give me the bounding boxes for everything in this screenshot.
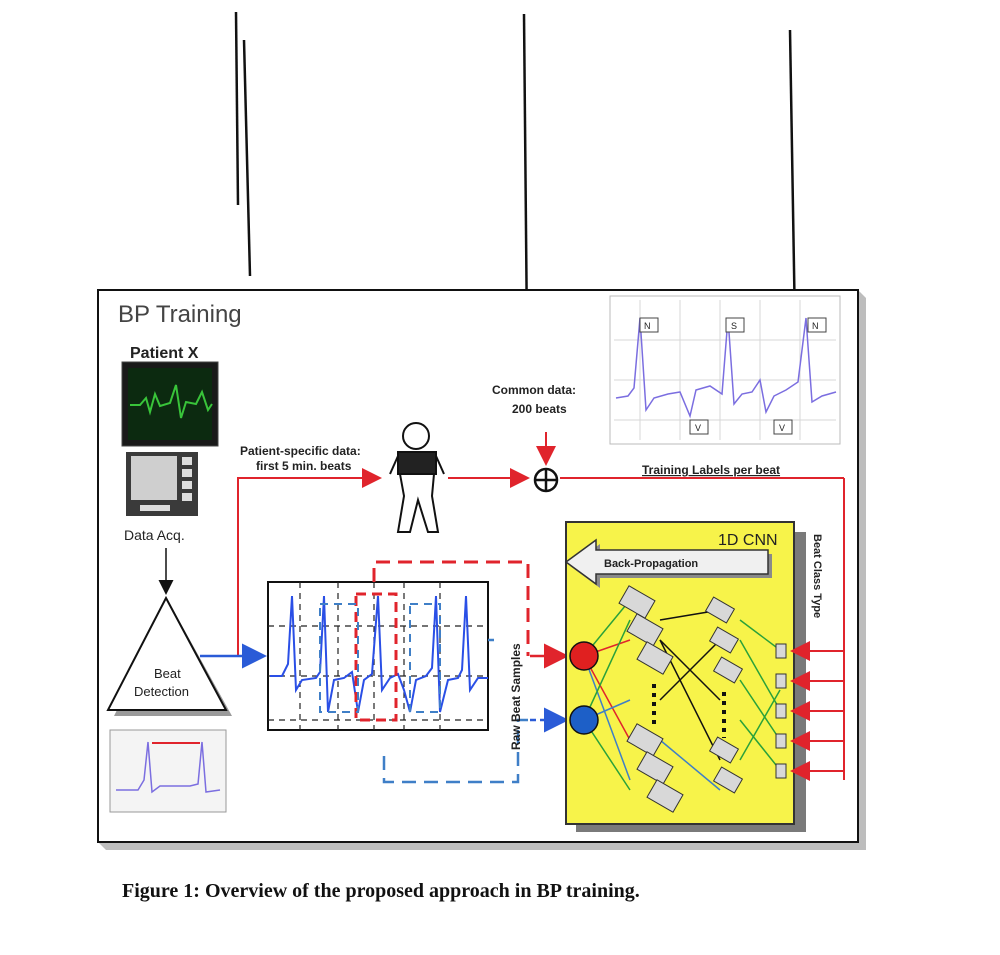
common-data-label-1: Common data:	[492, 383, 576, 397]
training-labels-plot	[610, 296, 840, 444]
cnn-label: 1D CNN	[718, 532, 778, 549]
beat-tag-1: N	[644, 321, 651, 331]
beat-tag-4: V	[695, 423, 701, 433]
common-data-label-2: 200 beats	[512, 402, 567, 416]
beat-detection-plot	[110, 730, 226, 812]
panel-title: BP Training	[118, 301, 242, 328]
input-neuron-blue	[570, 706, 598, 734]
data-acq-label: Data Acq.	[124, 527, 185, 543]
beat-class-label: Beat Class Type	[811, 534, 823, 618]
beat-detection-label-1: Beat	[154, 666, 181, 681]
beat-tag-2: S	[731, 321, 737, 331]
beat-tag-5: V	[779, 423, 785, 433]
input-neuron-red	[570, 642, 598, 670]
beat-detection-label-2: Detection	[134, 684, 189, 699]
sum-node	[535, 469, 557, 491]
ecg-monitor	[122, 362, 218, 446]
patient-specific-label-2: first 5 min. beats	[256, 459, 352, 473]
raw-samples-label: Raw Beat Samples	[509, 643, 523, 750]
patient-specific-label-1: Patient-specific data:	[240, 444, 361, 458]
backprop-label: Back-Propagation	[604, 558, 698, 570]
patient-label: Patient X	[130, 345, 199, 362]
beat-segmentation-plot	[268, 582, 488, 730]
figure-caption: Figure 1: Overview of the proposed appro…	[122, 880, 640, 903]
beat-tag-3: N	[812, 321, 819, 331]
training-labels-caption: Training Labels per beat	[642, 463, 780, 477]
acquisition-device	[126, 452, 198, 516]
